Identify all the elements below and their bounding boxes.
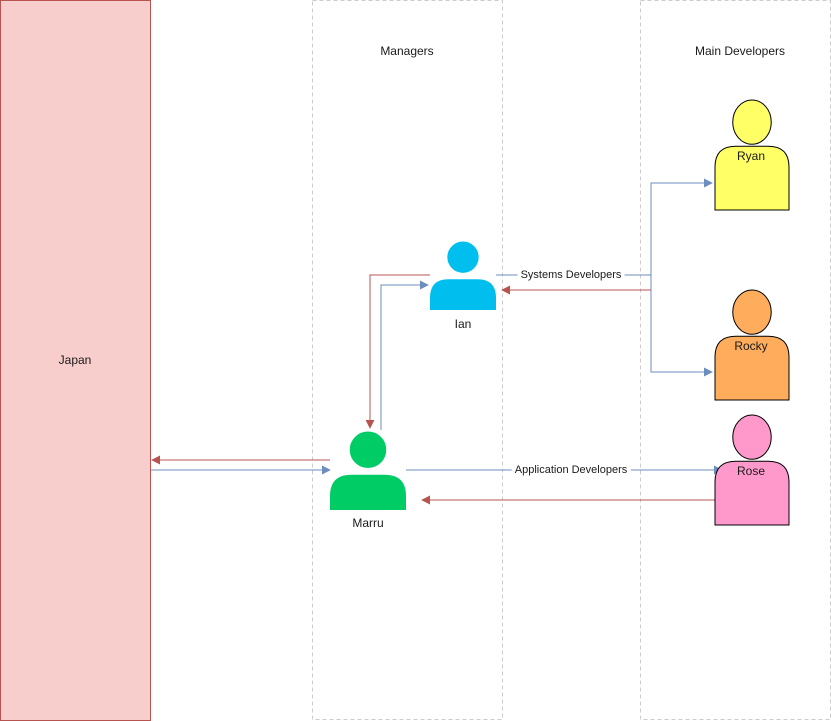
ian-to-ryan-edge[interactable] — [496, 178, 713, 276]
systems-developers-edge-label: Systems Developers — [517, 269, 625, 282]
rose-body — [714, 460, 790, 526]
ryan-head — [732, 99, 772, 145]
managers-lane[interactable] — [312, 0, 503, 720]
ryan-person-icon[interactable] — [714, 99, 790, 211]
ian-name-label: Ian — [454, 317, 472, 331]
marru-name-label: Marru — [352, 516, 384, 530]
rocky-body — [714, 335, 790, 401]
ian-body — [430, 279, 496, 310]
marru-to-ian-edge[interactable] — [380, 280, 429, 430]
marru-body — [330, 474, 406, 510]
marru-head — [346, 428, 390, 472]
ian-head — [444, 238, 482, 276]
ian-person-icon[interactable] — [430, 238, 496, 310]
rose-person-icon[interactable] — [714, 414, 790, 526]
rose-name-label: Rose — [736, 464, 766, 478]
rocky-name-label: Rocky — [734, 339, 768, 353]
ryan-body — [714, 145, 790, 211]
application-developers-edge-label: Application Developers — [511, 464, 631, 477]
rocky-head — [732, 289, 772, 335]
marru-person-icon[interactable] — [330, 428, 406, 510]
managers-lane-title: Managers — [380, 44, 434, 58]
rose-head — [732, 414, 772, 460]
main-developers-lane-title: Main Developers — [694, 44, 786, 58]
ian-to-marru-edge[interactable] — [365, 274, 430, 429]
rocky-person-icon[interactable] — [714, 289, 790, 401]
japan-label: Japan — [58, 353, 92, 367]
japan-region[interactable] — [0, 0, 151, 721]
ian-to-rocky-edge[interactable] — [650, 275, 713, 377]
ryan-name-label: Ryan — [736, 149, 766, 163]
